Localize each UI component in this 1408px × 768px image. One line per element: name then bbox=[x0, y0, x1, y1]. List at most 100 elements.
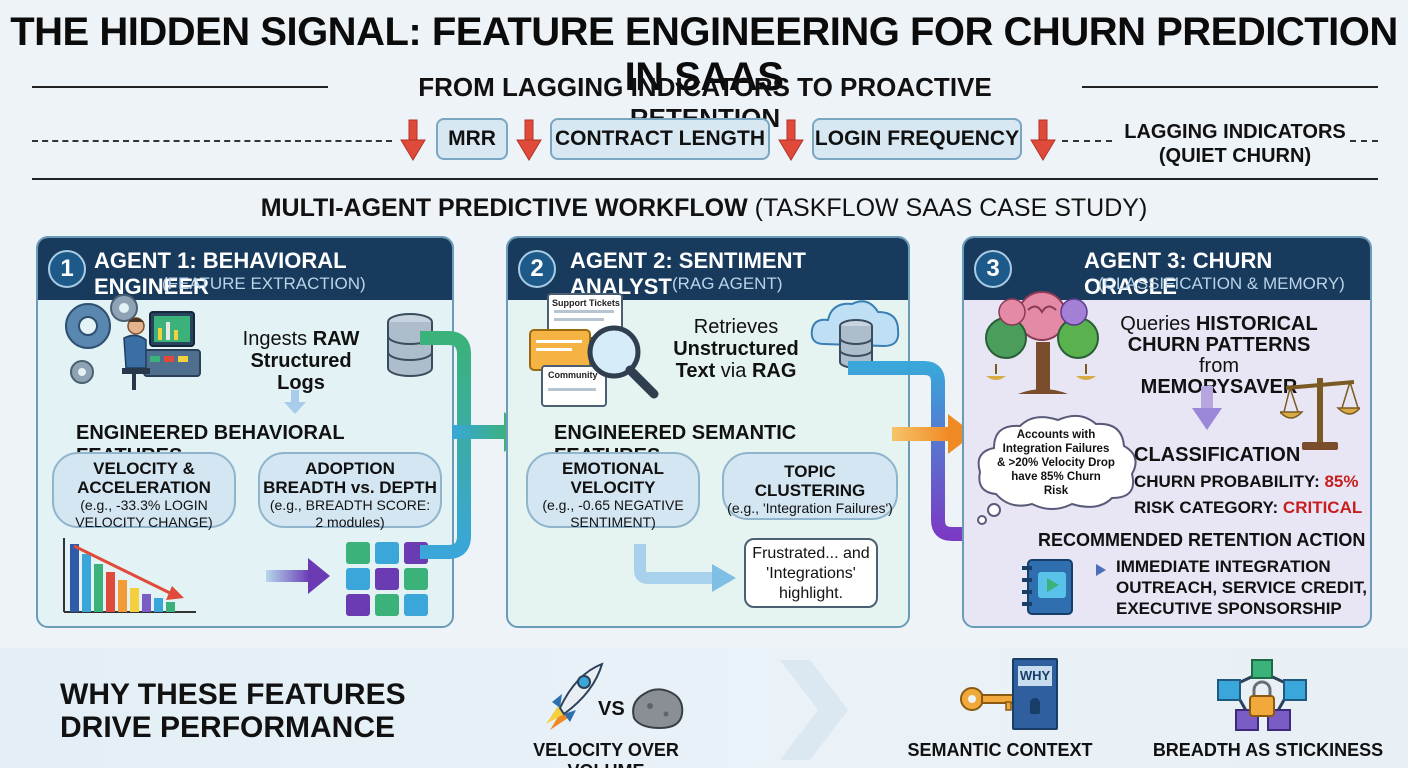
risk-category-value: CRITICAL bbox=[1282, 498, 1363, 517]
balance-scale-icon bbox=[1280, 378, 1360, 450]
panel-1-header: 1 AGENT 1: BEHAVIORAL ENGINEER (FEATURE … bbox=[38, 238, 452, 300]
dashed-line-left bbox=[32, 140, 392, 142]
agent-1-subtitle: (FEATURE EXTRACTION) bbox=[162, 274, 366, 293]
feature-title: CLUSTERING bbox=[754, 481, 866, 500]
agent-3-desc-bold1: HISTORICAL bbox=[1195, 313, 1318, 335]
rock-icon bbox=[632, 688, 684, 730]
thought-cloud-icon bbox=[977, 414, 1137, 525]
action-line: OUTREACH, SERVICE CREDIT, bbox=[1116, 578, 1367, 597]
door-label: WHY bbox=[1018, 666, 1052, 686]
vs-label: VS bbox=[598, 698, 625, 720]
classification-label: CLASSIFICATION bbox=[1134, 444, 1301, 466]
agent-3-desc-bold3: MEMORYSAVER bbox=[1140, 376, 1298, 398]
dashed-line-mid bbox=[1062, 140, 1112, 142]
playbook-icon bbox=[1022, 559, 1073, 615]
right-arrow-icon bbox=[266, 558, 330, 594]
agent-2-subtitle: (RAG AGENT) bbox=[672, 274, 783, 293]
agent-3-description: Queries HISTORICAL CHURN PATTERNS from M… bbox=[1114, 314, 1324, 398]
bullet-arrow-icon bbox=[1096, 564, 1106, 576]
action-line: EXECUTIVE SPONSORSHIP bbox=[1116, 599, 1342, 618]
door-icon: WHY bbox=[1012, 658, 1058, 730]
feature-detail: SENTIMENT) bbox=[570, 514, 656, 530]
pill-contract-length: CONTRACT LENGTH bbox=[550, 118, 770, 160]
doc-label-support: Support Tickets bbox=[552, 298, 620, 308]
benefit-semantic-context: SEMANTIC CONTEXT bbox=[907, 740, 1093, 760]
churn-probability: CHURN PROBABILITY: 85% bbox=[1134, 472, 1358, 492]
agent-1-desc-prefix: Ingests bbox=[242, 328, 313, 350]
key-icon bbox=[960, 687, 1019, 711]
feature-title: ACCELERATION bbox=[77, 478, 211, 497]
cloud-line: have 85% Churn bbox=[1011, 471, 1101, 483]
module-grid-icon bbox=[346, 542, 428, 616]
dashed-line-right bbox=[1350, 140, 1378, 142]
divider-right bbox=[1082, 86, 1378, 88]
quote-line: 'Integrations' bbox=[766, 565, 856, 582]
agent-2-desc-rag: RAG bbox=[751, 360, 797, 382]
down-arrow-icon bbox=[516, 119, 542, 161]
chevron-right-icon bbox=[780, 660, 848, 760]
cloud-line: & >20% Velocity Drop bbox=[997, 457, 1115, 469]
right-arrow-icon bbox=[892, 414, 974, 454]
down-arrow-icon bbox=[778, 119, 804, 161]
feature-detail: VELOCITY CHANGE) bbox=[75, 514, 213, 530]
agent-3-desc-prefix: Queries bbox=[1120, 313, 1196, 335]
cloud-line: Integration Failures bbox=[1002, 443, 1110, 455]
workflow-title-rest: (TASKFLOW SAAS CASE STUDY) bbox=[747, 194, 1148, 222]
why-line2: DRIVE PERFORMANCE bbox=[60, 711, 396, 744]
feature-detail: (e.g., BREADTH SCORE: bbox=[269, 497, 431, 513]
agent-3-desc-from: from bbox=[1199, 355, 1239, 377]
step-badge-1: 1 bbox=[48, 250, 86, 288]
feature-detail: 2 modules) bbox=[315, 514, 385, 530]
down-arrow-icon bbox=[400, 119, 426, 161]
agent-1-description: Ingests RAW Structured Logs bbox=[226, 328, 376, 394]
churn-probability-value: 85% bbox=[1324, 472, 1359, 491]
bottom-strip bbox=[0, 648, 1408, 768]
panel-3-header: 3 AGENT 3: CHURN ORACLE (CLASSIFICATION … bbox=[964, 238, 1370, 300]
lagging-label-line1: LAGGING INDICATORS bbox=[1124, 121, 1346, 143]
cloud-database-icon bbox=[810, 300, 900, 369]
why-line1: WHY THESE FEATURES bbox=[60, 678, 406, 711]
retention-action-text: IMMEDIATE INTEGRATION OUTREACH, SERVICE … bbox=[1116, 556, 1367, 619]
connected-cubes-lock-icon bbox=[1217, 659, 1307, 731]
workflow-title: MULTI-AGENT PREDICTIVE WORKFLOW (TASKFLO… bbox=[0, 194, 1408, 223]
divider-left bbox=[32, 86, 328, 88]
feature-title: TOPIC bbox=[784, 462, 836, 481]
benefit-velocity-over-volume: VELOCITY OVER VOLUME bbox=[533, 740, 679, 768]
quote-line: highlight. bbox=[778, 585, 844, 602]
panel-agent-1: 1 AGENT 1: BEHAVIORAL ENGINEER (FEATURE … bbox=[36, 236, 454, 628]
down-arrow-icon bbox=[284, 390, 306, 414]
action-line: IMMEDIATE INTEGRATION bbox=[1116, 557, 1331, 576]
workflow-title-bold: MULTI-AGENT PREDICTIVE WORKFLOW bbox=[260, 194, 748, 222]
benefit-breadth-as-stickiness: BREADTH AS STICKINESS bbox=[1152, 740, 1384, 760]
cloud-line: Accounts with bbox=[1016, 429, 1096, 441]
lagging-label-line2: (QUIET CHURN) bbox=[1158, 145, 1312, 167]
feature-title: EMOTIONAL bbox=[562, 459, 664, 478]
feature-title: VELOCITY bbox=[570, 478, 656, 497]
agent-1-desc-bold2: Structured Logs bbox=[250, 350, 352, 394]
panel-agent-2: 2 AGENT 2: SENTIMENT ANALYST (RAG AGENT)… bbox=[506, 236, 910, 628]
agent-3-title: AGENT 3: CHURN ORACLE bbox=[1084, 248, 1273, 299]
lagging-indicators-label: LAGGING INDICATORS (QUIET CHURN) bbox=[1110, 120, 1360, 168]
engineer-workstation-icon bbox=[65, 294, 201, 390]
retention-action-label: RECOMMENDED RETENTION ACTION bbox=[1038, 530, 1366, 550]
agent-1-title: AGENT 1: BEHAVIORAL ENGINEER bbox=[94, 248, 347, 299]
cloud-line: Risk bbox=[1043, 485, 1069, 497]
documents-magnifier-icon bbox=[529, 293, 659, 407]
feature-title: BREADTH vs. DEPTH bbox=[263, 478, 437, 497]
cloud-insight-text: Accounts with Integration Failures & >20… bbox=[988, 428, 1124, 498]
risk-category-label: RISK CATEGORY: bbox=[1134, 498, 1283, 517]
agent-2-desc-line2: Unstructured bbox=[673, 338, 799, 360]
feature-detail: (e.g., -0.65 NEGATIVE bbox=[542, 497, 684, 513]
pipe-connector-1 bbox=[420, 331, 471, 559]
step-badge-3: 3 bbox=[974, 250, 1012, 288]
down-arrow-icon bbox=[1192, 386, 1222, 430]
churn-probability-label: CHURN PROBABILITY: bbox=[1134, 472, 1325, 491]
feature-detail: (e.g., -33.3% LOGIN bbox=[80, 497, 208, 513]
risk-category: RISK CATEGORY: CRITICAL bbox=[1134, 498, 1362, 518]
agent-3-subtitle: (CLASSIFICATION & MEMORY) bbox=[1098, 274, 1345, 293]
quote-line: Frustrated... and bbox=[752, 545, 870, 562]
agent-2-description: Retrieves Unstructured Text via RAG bbox=[666, 316, 806, 382]
pill-login-frequency: LOGIN FREQUENCY bbox=[812, 118, 1022, 160]
panel-agent-3: 3 AGENT 3: CHURN ORACLE (CLASSIFICATION … bbox=[962, 236, 1372, 628]
doc-label-community: Community bbox=[548, 370, 598, 380]
